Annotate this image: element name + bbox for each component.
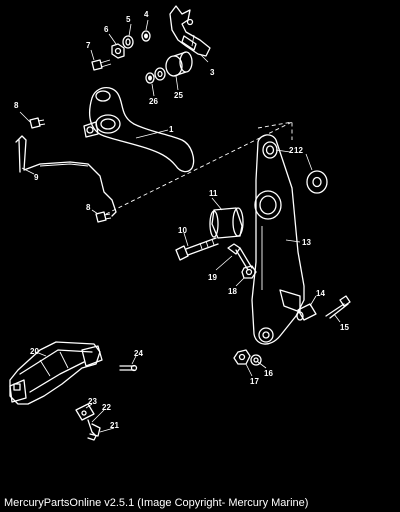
washer-part-5[interactable] <box>122 35 134 49</box>
nut-part-6[interactable] <box>111 43 125 59</box>
callout-23: 23 <box>88 397 97 406</box>
callout-9: 9 <box>34 173 39 182</box>
callout-8-upper: 8 <box>14 101 19 110</box>
callout-18: 18 <box>228 287 237 296</box>
callout-15: 15 <box>340 323 349 332</box>
washer-part-25[interactable] <box>154 67 166 81</box>
bracket-assembly-part-20[interactable] <box>9 341 103 405</box>
nut-part-17[interactable] <box>233 349 251 365</box>
bracket-part-3[interactable] <box>169 5 211 57</box>
nut-part-18[interactable] <box>241 265 257 279</box>
copyright-footer: MercuryPartsOnline v2.5.1 (Image Copyrig… <box>4 497 309 509</box>
bushing-part-2[interactable] <box>165 51 193 77</box>
callout-8-lower: 8 <box>86 203 91 212</box>
pin-part-22[interactable] <box>87 419 97 441</box>
callout-4: 4 <box>144 10 149 19</box>
callout-12: 12 <box>294 146 303 155</box>
washer-part-4[interactable] <box>141 30 151 42</box>
callout-10: 10 <box>178 226 187 235</box>
callout-7: 7 <box>86 41 91 50</box>
callout-26: 26 <box>149 97 158 106</box>
washer-part-16[interactable] <box>250 354 262 366</box>
callout-16: 16 <box>264 369 273 378</box>
callout-1: 1 <box>169 125 174 134</box>
callout-13: 13 <box>302 238 311 247</box>
lever-plate-part-13[interactable] <box>251 134 305 345</box>
callout-25: 25 <box>174 91 183 100</box>
callout-19: 19 <box>208 273 217 282</box>
clip-part-21[interactable] <box>89 423 101 437</box>
callout-2: 2 <box>289 146 294 155</box>
bushing-part-11[interactable] <box>209 207 244 239</box>
callout-24: 24 <box>134 349 143 358</box>
exploded-parts-diagram: 1 2 3 4 5 6 7 8 8 9 10 11 12 13 14 15 16… <box>9 5 351 441</box>
callout-11: 11 <box>209 189 218 198</box>
arm-bracket-part-1[interactable] <box>83 87 195 173</box>
bolt-part-19[interactable] <box>227 243 253 271</box>
callout-5: 5 <box>126 15 131 24</box>
bolt-part-10[interactable] <box>175 237 219 261</box>
callout-6: 6 <box>104 25 109 34</box>
clip-part-23[interactable] <box>75 403 95 421</box>
callout-14: 14 <box>316 289 325 298</box>
bolt-part-15[interactable] <box>325 295 351 319</box>
callout-22: 22 <box>102 403 111 412</box>
callout-17: 17 <box>250 377 259 386</box>
sleeve-part-14[interactable] <box>296 303 317 321</box>
screw-part-8-lower[interactable] <box>95 211 112 223</box>
rod-part-9[interactable] <box>15 135 117 217</box>
washer-part-26[interactable] <box>145 72 155 84</box>
pin-part-24[interactable] <box>119 364 138 372</box>
screw-part-8-upper[interactable] <box>29 117 46 129</box>
callout-20: 20 <box>30 347 39 356</box>
leader-lines <box>19 19 341 433</box>
bolt-part-7[interactable] <box>91 59 112 71</box>
callout-3: 3 <box>210 68 215 77</box>
washer-part-12[interactable] <box>306 170 328 194</box>
callout-21: 21 <box>110 421 119 430</box>
